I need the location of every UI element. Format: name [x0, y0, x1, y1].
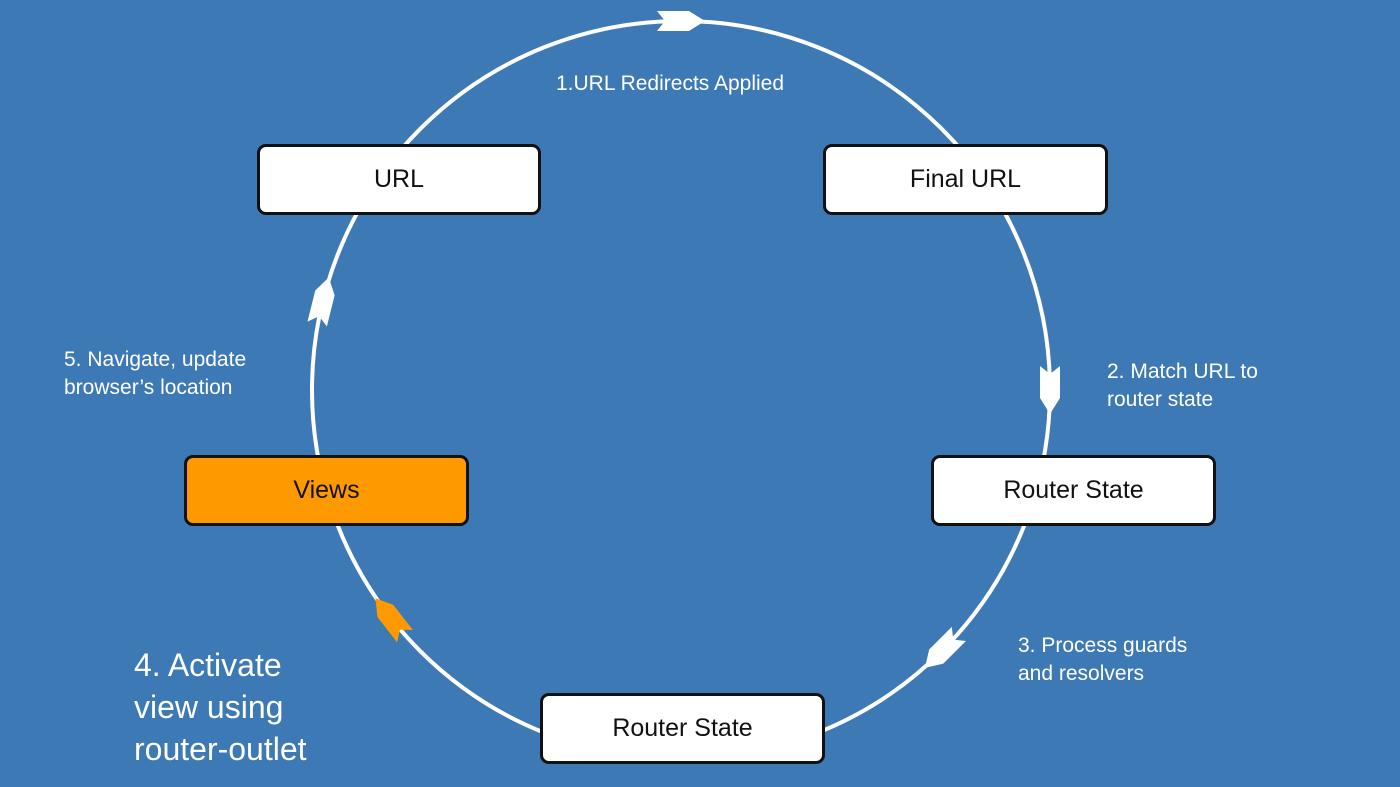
- step5-line: 5. Navigate, update: [64, 348, 247, 371]
- node-router-state-bottom: Router State: [540, 693, 825, 764]
- step4-line: view using: [134, 689, 284, 725]
- step2-line: 2. Match URL to: [1107, 360, 1258, 383]
- node-views: Views: [184, 455, 469, 526]
- step5-line: browser’s location: [64, 376, 233, 399]
- node-router-state-right: Router State: [931, 455, 1216, 526]
- step1-label: 1.URL Redirects Applied: [556, 70, 784, 98]
- step2-line: router state: [1107, 388, 1214, 411]
- arrow-step1-icon: [657, 11, 705, 31]
- step4-label: 4. Activate view using router-outlet: [134, 644, 307, 770]
- arrow-step5-icon: [307, 277, 335, 327]
- step4-line: router-outlet: [134, 731, 307, 767]
- step4-line: 4. Activate: [134, 647, 282, 683]
- arrow-step2-icon: [1040, 366, 1060, 414]
- arrow-step4-icon: [375, 598, 413, 643]
- step1-line: 1.URL Redirects Applied: [556, 72, 785, 95]
- step3-line: and resolvers: [1018, 662, 1145, 685]
- arrow-step3-icon: [924, 626, 966, 668]
- cycle-arrows: [307, 11, 1060, 668]
- step3-line: 3. Process guards: [1018, 634, 1188, 657]
- node-url: URL: [257, 144, 541, 215]
- node-final-url: Final URL: [823, 144, 1108, 215]
- step3-label: 3. Process guards and resolvers: [1018, 632, 1187, 688]
- step2-label: 2. Match URL to router state: [1107, 358, 1258, 414]
- step5-label: 5. Navigate, update browser’s location: [64, 346, 246, 402]
